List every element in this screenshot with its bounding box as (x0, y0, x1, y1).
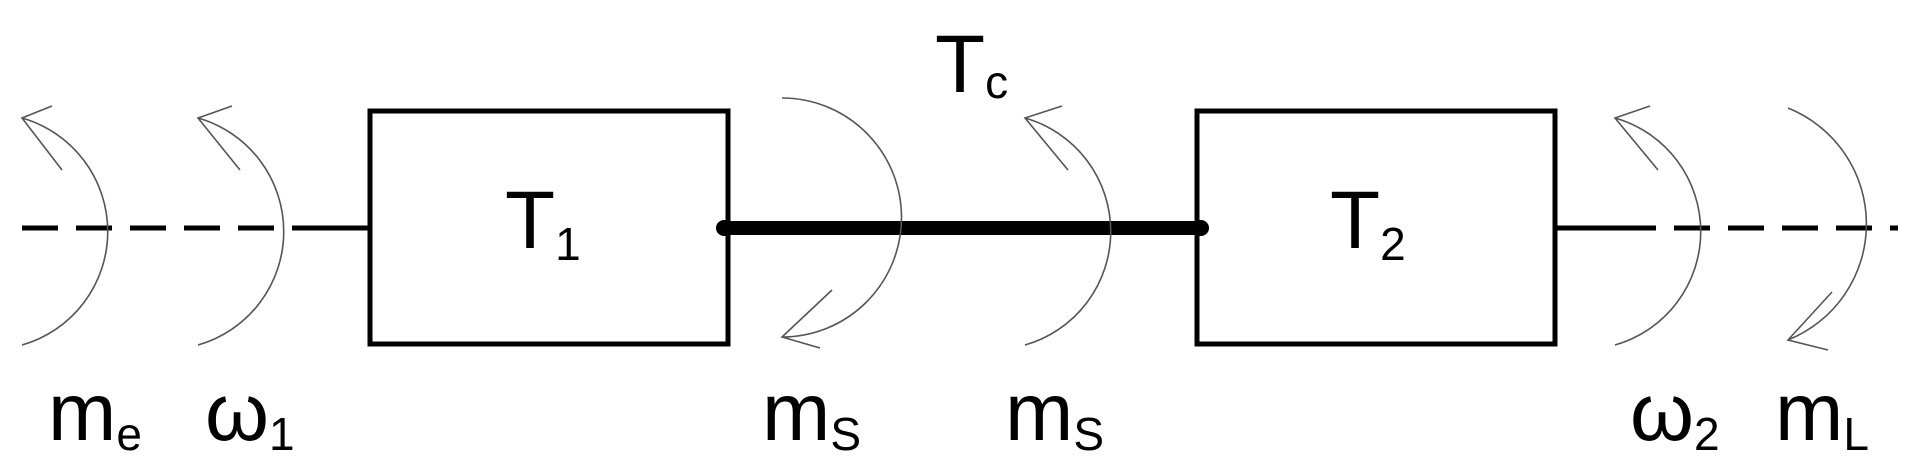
label-ml: mL (1775, 367, 1869, 460)
label-omega1: ω1 (205, 367, 295, 460)
label-ms-right: mS (1005, 367, 1104, 460)
shaft-joint-right (1193, 220, 1209, 236)
shaft-joint-left (716, 220, 732, 236)
label-t1: T1 (505, 175, 581, 270)
arc-ml (1787, 107, 1868, 341)
arrowhead-ml-icon (1786, 291, 1833, 351)
arc-omega1 (197, 117, 285, 346)
label-me: me (48, 367, 142, 460)
label-tc: Tc (935, 19, 1008, 110)
arrowhead-omega1-icon (196, 105, 241, 171)
arc-ms-left (781, 97, 903, 338)
arrowhead-ms-right-icon (1023, 105, 1069, 171)
arc-omega2 (1614, 117, 1702, 346)
arrowhead-omega2-icon (1613, 105, 1659, 171)
arc-me (21, 117, 109, 346)
label-t2: T2 (1330, 175, 1406, 270)
arrowhead-me-icon (20, 105, 63, 171)
label-omega2: ω2 (1630, 367, 1720, 460)
arc-ms-right (1024, 117, 1112, 346)
arrowhead-ms-left-icon (780, 289, 833, 349)
label-ms-left: mS (762, 367, 861, 460)
